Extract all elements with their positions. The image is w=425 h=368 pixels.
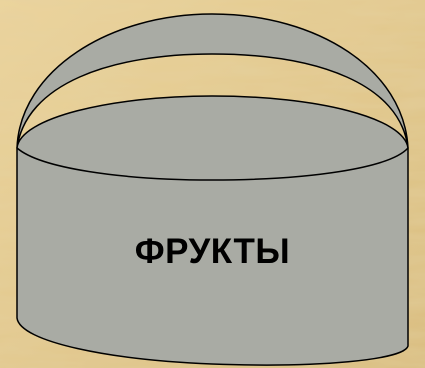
basket-body — [17, 96, 408, 365]
basket-label: ФРУКТЫ — [30, 232, 395, 272]
